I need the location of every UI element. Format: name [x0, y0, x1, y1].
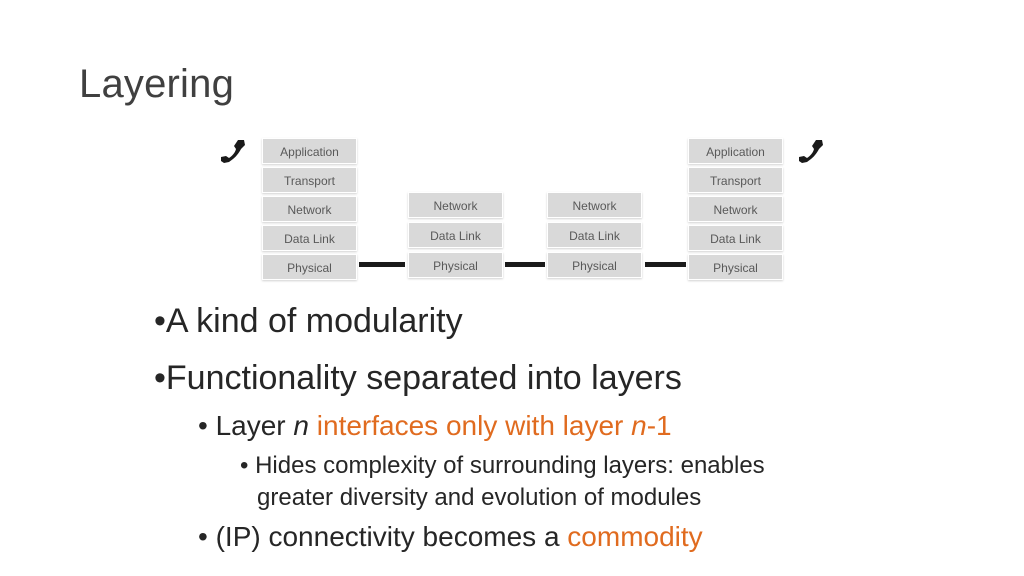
layer-data-link: Data Link — [547, 222, 642, 248]
physical-link-2 — [505, 262, 545, 267]
highlight-text: interfaces only with layer — [309, 410, 632, 441]
bullet-text: (IP) connectivity becomes a — [215, 521, 568, 552]
highlight-text: -1 — [646, 410, 672, 441]
layer-data-link: Data Link — [688, 225, 783, 251]
phone-icon — [799, 140, 823, 163]
layer-data-link: Data Link — [408, 222, 503, 248]
layer-network: Network — [262, 196, 357, 222]
bullet-level2: • Layer n interfaces only with layer n-1 — [198, 410, 672, 441]
highlight-text: commodity — [567, 521, 703, 552]
bullet-level1: •Functionality separated into layers — [154, 359, 682, 397]
layer-physical: Physical — [547, 252, 642, 278]
layer-transport: Transport — [262, 167, 357, 193]
slide-title: Layering — [79, 62, 235, 106]
layer-physical: Physical — [262, 254, 357, 280]
bullet-level3-continued: greater diversity and evolution of modul… — [257, 484, 701, 512]
bullet-level3: • Hides complexity of surrounding layers… — [240, 452, 765, 479]
variable-n: n — [631, 410, 647, 441]
bullet-text: Layer — [215, 410, 294, 441]
layer-application: Application — [688, 138, 783, 164]
bullet-text: greater diversity and evolution of modul… — [257, 484, 702, 511]
layer-application: Application — [262, 138, 357, 164]
physical-link-3 — [645, 262, 686, 267]
bullet-level1: •A kind of modularity — [154, 302, 463, 340]
phone-icon — [221, 140, 245, 163]
bullet-level2: • (IP) connectivity becomes a commodity — [198, 521, 703, 552]
bullet-text: Hides complexity of surrounding layers: … — [255, 452, 765, 479]
layer-data-link: Data Link — [262, 225, 357, 251]
bullet-text: A kind of modularity — [165, 302, 463, 340]
bullet-text: Functionality separated into layers — [165, 359, 682, 397]
layer-physical: Physical — [408, 252, 503, 278]
layer-transport: Transport — [688, 167, 783, 193]
layer-network: Network — [408, 192, 503, 218]
variable-n: n — [293, 410, 309, 441]
layer-network: Network — [688, 196, 783, 222]
physical-link-1 — [359, 262, 405, 267]
layer-physical: Physical — [688, 254, 783, 280]
layer-network: Network — [547, 192, 642, 218]
